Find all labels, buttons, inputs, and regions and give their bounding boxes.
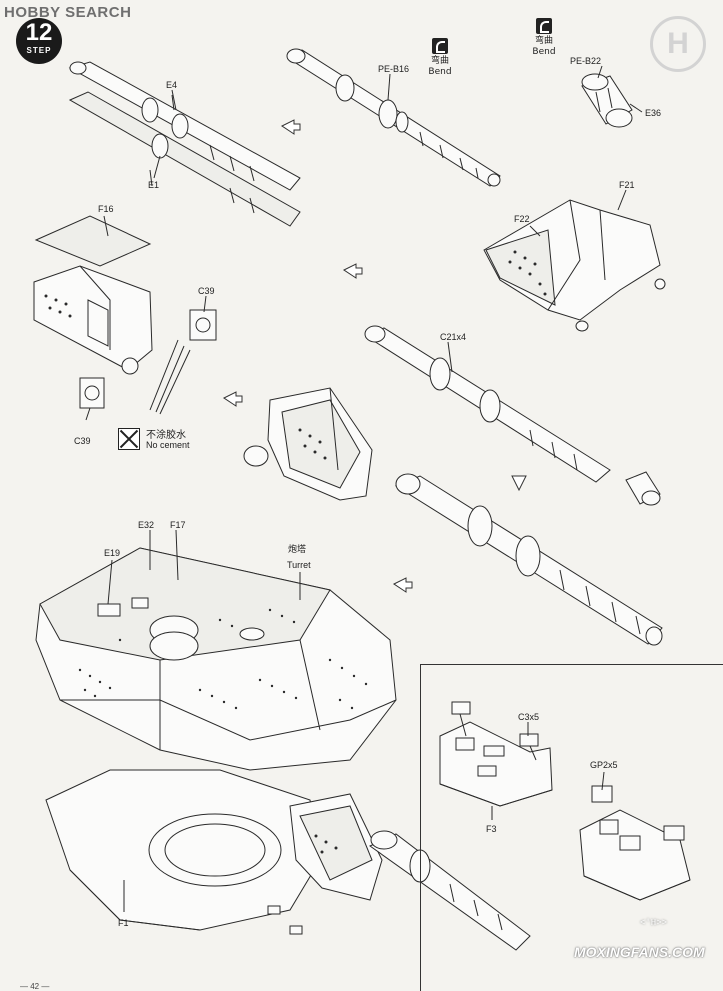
part-label-f1: F1 xyxy=(118,918,129,928)
page-number: — 42 — xyxy=(20,982,50,991)
hobby-search-watermark: HOBBY SEARCH xyxy=(4,4,131,21)
no-cement-en: No cement xyxy=(146,440,190,450)
part-label-f21: F21 xyxy=(619,180,635,190)
part-label-c39-a: C39 xyxy=(198,286,215,296)
detail-inset-box xyxy=(420,664,723,991)
part-label-pe-b22: PE-B22 xyxy=(570,56,602,66)
no-cement-cn: 不涂胶水 xyxy=(146,430,186,441)
part-label-turret-cn: 炮塔 xyxy=(288,545,307,555)
barrel-c21-drawing xyxy=(364,325,661,506)
barrel-e4-e1-drawing xyxy=(68,61,301,227)
turret-base-f1-drawing xyxy=(45,769,321,935)
assembly-arrows xyxy=(223,119,527,593)
mantlet-f21-f22-drawing xyxy=(483,199,666,332)
inset-gp2-drawing xyxy=(579,785,691,901)
part-label-e4: E4 xyxy=(166,80,178,90)
mantlet-center-drawing xyxy=(243,387,373,501)
step-badge: 12 STEP xyxy=(16,18,62,64)
part-label-pe-b16: PE-B16 xyxy=(378,64,410,74)
turret-drawing xyxy=(35,547,397,771)
moxingfans-watermark: MOXINGFANS.COM xyxy=(574,944,705,960)
part-label-e32: E32 xyxy=(138,520,155,530)
bend-en: Bend xyxy=(532,47,556,57)
part-label-f22: F22 xyxy=(514,214,530,224)
part-label-gp2x5: GP2x5 xyxy=(590,760,618,770)
bend-note-2: 弯曲 Bend xyxy=(524,18,564,58)
part-label-e1: E1 xyxy=(148,180,160,190)
bend-cn: 弯曲 xyxy=(534,36,553,46)
assembled-barrel-drawing xyxy=(394,473,663,646)
bend-en: Bend xyxy=(428,67,452,77)
part-label-f16: F16 xyxy=(98,204,114,214)
bend-note-1: 弯曲 Bend xyxy=(420,38,460,78)
part-label-c3x5: C3x5 xyxy=(518,712,540,722)
part-label-f3: F3 xyxy=(486,824,497,834)
watermark-sub: <'H>> xyxy=(640,918,668,928)
part-label-turret-en: Turret xyxy=(287,560,311,570)
logo-letter: H xyxy=(667,27,689,60)
step-word: STEP xyxy=(26,46,52,55)
part-label-e19: E19 xyxy=(104,548,121,558)
leader-lines xyxy=(85,65,643,912)
no-cement-icon xyxy=(118,428,140,450)
part-label-f17: F17 xyxy=(170,520,186,530)
step-number: 12 xyxy=(25,19,53,46)
bend-icon xyxy=(432,38,448,54)
part-label-c21x4: C21x4 xyxy=(440,332,467,342)
bend-cn: 弯曲 xyxy=(430,56,449,66)
mantlet-block-f16-drawing xyxy=(33,215,217,415)
part-label-c39-b: C39 xyxy=(74,436,91,446)
bend-icon xyxy=(536,18,552,34)
barrel-pe-b16-drawing xyxy=(286,48,501,187)
muzzle-pe-b22-drawing xyxy=(581,73,633,128)
watermark-text: HOBBY SEARCH xyxy=(4,4,132,21)
hobbyboss-logo-icon: H xyxy=(650,16,706,72)
part-label-e36: E36 xyxy=(645,108,662,118)
inset-f3-drawing xyxy=(439,701,553,807)
